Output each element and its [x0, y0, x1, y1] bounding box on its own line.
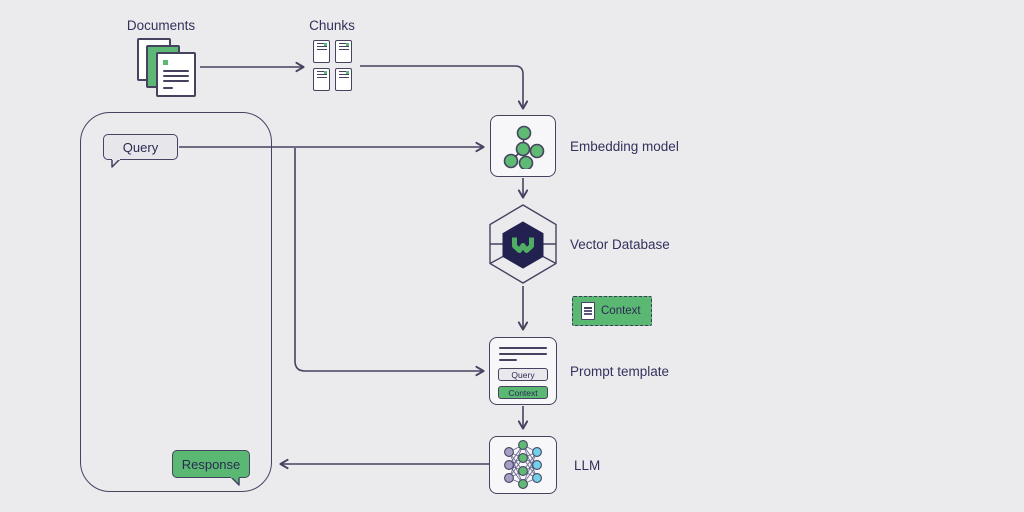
arrow-chunks-to-embedding	[360, 65, 529, 110]
embedding-model-label: Embedding model	[570, 139, 679, 154]
chat-session-container	[80, 112, 272, 492]
response-bubble-label: Response	[181, 456, 241, 472]
speech-tail	[230, 476, 240, 486]
document-stack-icon	[137, 38, 199, 97]
weaviate-hexagon-icon	[489, 204, 557, 284]
query-bubble-label: Query	[122, 139, 159, 155]
query-bubble: Query	[103, 134, 178, 168]
document-lines-icon	[581, 302, 595, 320]
prompt-template-node: Query Context	[489, 337, 557, 405]
speech-tail	[111, 158, 121, 168]
context-badge: Context	[572, 296, 652, 326]
llm-node	[489, 436, 557, 494]
documents-label: Documents	[126, 18, 196, 33]
graph-nodes-icon	[503, 125, 545, 169]
chunk-icon	[313, 68, 330, 91]
embedding-model-node	[490, 115, 556, 177]
chunk-icon	[335, 68, 352, 91]
weaviate-w-glyph	[512, 237, 534, 253]
neural-network-icon	[504, 440, 542, 489]
prompt-context-chip: Context	[498, 386, 548, 399]
chunk-icon	[313, 40, 330, 63]
context-badge-label: Context	[601, 305, 641, 317]
prompt-template-label: Prompt template	[570, 364, 670, 379]
chunk-icon	[335, 40, 352, 63]
vector-database-label: Vector Database	[570, 237, 670, 252]
document-page-front	[156, 52, 196, 97]
response-bubble: Response	[172, 450, 250, 486]
chunks-label: Chunks	[309, 18, 355, 33]
llm-label: LLM	[574, 458, 601, 473]
prompt-query-chip: Query	[498, 368, 548, 381]
chunk-grid-icon	[313, 40, 352, 91]
arrow-query-to-prompt	[294, 148, 485, 377]
